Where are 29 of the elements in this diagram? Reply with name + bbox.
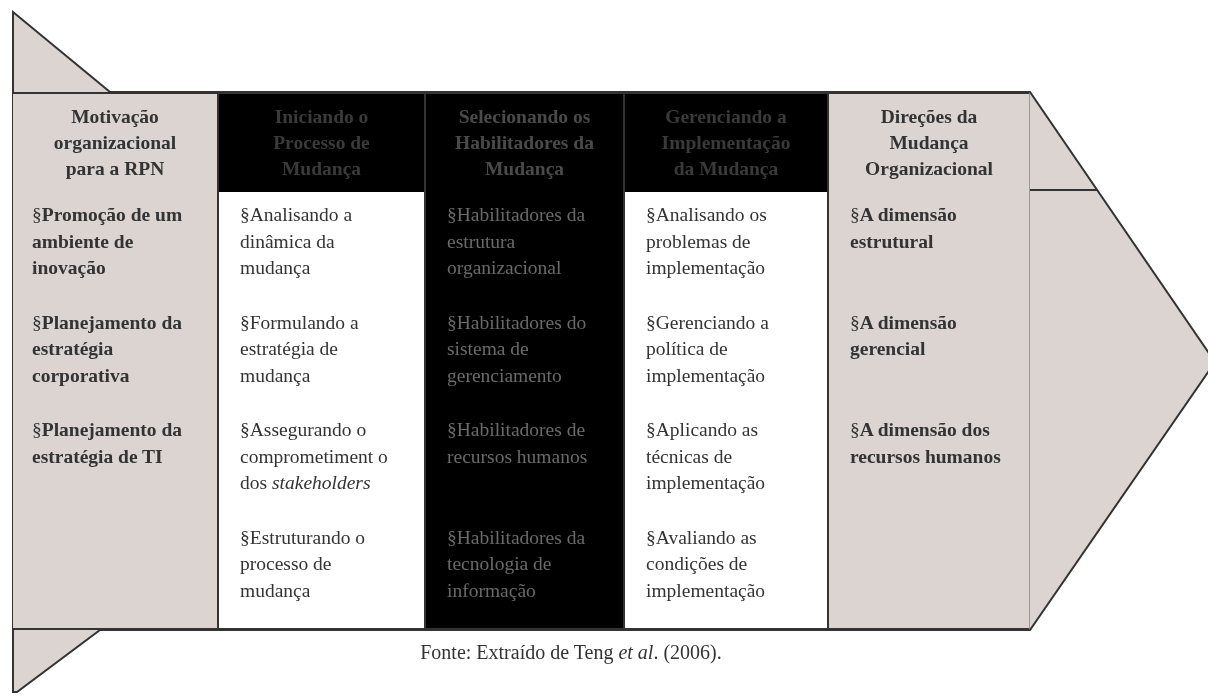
- list-item: §Planejamento da estratégia de TI: [32, 418, 184, 469]
- column-heading: Iniciando o Processo de Mudança: [272, 105, 371, 181]
- list-item: §Assegurando o comprometiment o dos stakeholders: [240, 418, 389, 495]
- table-column: [424, 92, 623, 630]
- list-item: §Aplicando as técnicas de implementação: [646, 418, 767, 495]
- list-item: §Habilitadores da estrutura organizacional: [447, 203, 587, 280]
- list-item: §Habilitadores da tecnologia de informação: [447, 525, 587, 603]
- column-heading: Direções da Mudança Organizacional: [864, 105, 994, 181]
- column-heading: Selecionando os Habilitadores da Mudança: [454, 105, 595, 181]
- list-item: §Analisando a dinâmica da mudança: [240, 203, 354, 280]
- list-item: §Estruturando o processo de mudança: [240, 525, 367, 603]
- source-caption: Fonte: Extraído de Teng et al. (2006).: [419, 641, 723, 664]
- list-item: §Gerenciando a política de implementação: [646, 310, 770, 388]
- list-item: §Analisando os problemas de implementação: [646, 203, 768, 280]
- list-item: §A dimensão dos recursos humanos: [850, 418, 1002, 469]
- table-column: [13, 92, 217, 630]
- table-column: [827, 92, 1030, 630]
- list-item: §Planejamento da estratégia corporativa: [32, 310, 184, 388]
- list-item: §A dimensão gerencial: [850, 310, 958, 361]
- list-item: §Promoção de um ambiente de inovação: [32, 203, 184, 280]
- list-item: §Habilitadores do sistema de gerenciamento: [447, 310, 588, 388]
- list-item: §A dimensão estrutural: [850, 203, 958, 254]
- list-item: §Formulando a estratégia de mudança: [240, 310, 360, 388]
- column-heading: Gerenciando a Implementação da Mudança: [660, 105, 792, 181]
- table-column: [623, 92, 827, 630]
- list-item: §Habilitadores de recursos humanos: [447, 418, 589, 469]
- table-column: [217, 92, 424, 630]
- column-heading: Motivação organizacional para a RPN: [52, 105, 178, 181]
- list-item: §Avaliando as condições de implementação: [646, 525, 767, 603]
